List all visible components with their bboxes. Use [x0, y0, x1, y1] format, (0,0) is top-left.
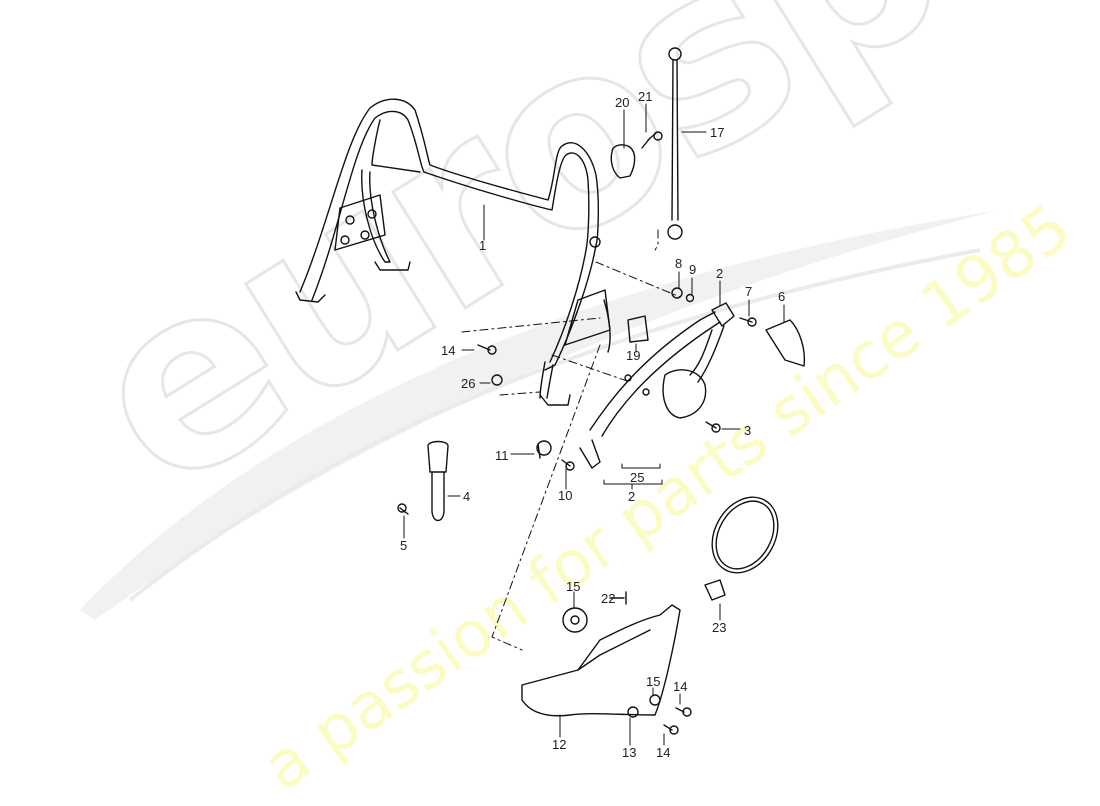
callout-14-bottom[interactable]: 14: [656, 745, 671, 760]
bolt-part-7: [739, 317, 757, 327]
callout-6[interactable]: 6: [778, 289, 786, 304]
callout-7[interactable]: 7: [745, 284, 753, 299]
roll-bar-part: [295, 98, 611, 406]
callout-15-bottom[interactable]: 15: [646, 674, 661, 689]
washer-part: [685, 293, 695, 303]
callout-10[interactable]: 10: [558, 488, 573, 503]
trim-cover-part: [765, 319, 806, 367]
callout-3[interactable]: 3: [744, 423, 752, 438]
callout-5[interactable]: 5: [400, 538, 408, 553]
washer-part-15: [649, 694, 661, 706]
callout-17[interactable]: 17: [710, 125, 725, 140]
callout-21[interactable]: 21: [638, 89, 653, 104]
rod-part: [667, 47, 683, 240]
bolt-part-10: [561, 459, 575, 471]
callout-2-top[interactable]: 2: [716, 266, 724, 281]
nut-part: [491, 374, 503, 386]
callout-1[interactable]: 1: [479, 238, 487, 253]
sleeve-part: [536, 440, 552, 459]
cable-part: [704, 496, 779, 601]
clip-part: [627, 706, 639, 718]
callout-12[interactable]: 12: [552, 737, 567, 752]
callout-8[interactable]: 8: [675, 256, 683, 271]
callout-26[interactable]: 26: [461, 376, 476, 391]
callout-14-top[interactable]: 14: [441, 343, 456, 358]
bolt-part-14b: [675, 707, 692, 717]
callout-19[interactable]: 19: [626, 348, 641, 363]
callout-20[interactable]: 20: [615, 95, 630, 110]
bolt-part-14: [477, 344, 497, 355]
callout-11[interactable]: 11: [495, 448, 509, 463]
callout-2-bottom[interactable]: 2: [628, 489, 636, 504]
bolt-part-5: [397, 503, 409, 515]
bracket-part: [627, 315, 649, 343]
lower-trim-part: [521, 604, 681, 717]
callout-15-top[interactable]: 15: [566, 579, 581, 594]
callout-14-right[interactable]: 14: [673, 679, 688, 694]
buckle-part: [427, 440, 449, 522]
cover-part: [610, 131, 663, 179]
bolt-part-3: [705, 421, 721, 433]
callout-9[interactable]: 9: [689, 262, 697, 277]
assembly-lines: [461, 229, 681, 651]
callout-25[interactable]: 25: [630, 470, 645, 485]
callout-22[interactable]: 22: [601, 591, 616, 606]
bolt-part-14c: [663, 724, 679, 735]
callout-4[interactable]: 4: [463, 489, 471, 504]
leader-lines: [403, 103, 785, 746]
callout-23[interactable]: 23: [712, 620, 727, 635]
callout-13[interactable]: 13: [622, 745, 637, 760]
spacer-part: [671, 287, 683, 299]
seat-belt-part: [579, 302, 735, 469]
